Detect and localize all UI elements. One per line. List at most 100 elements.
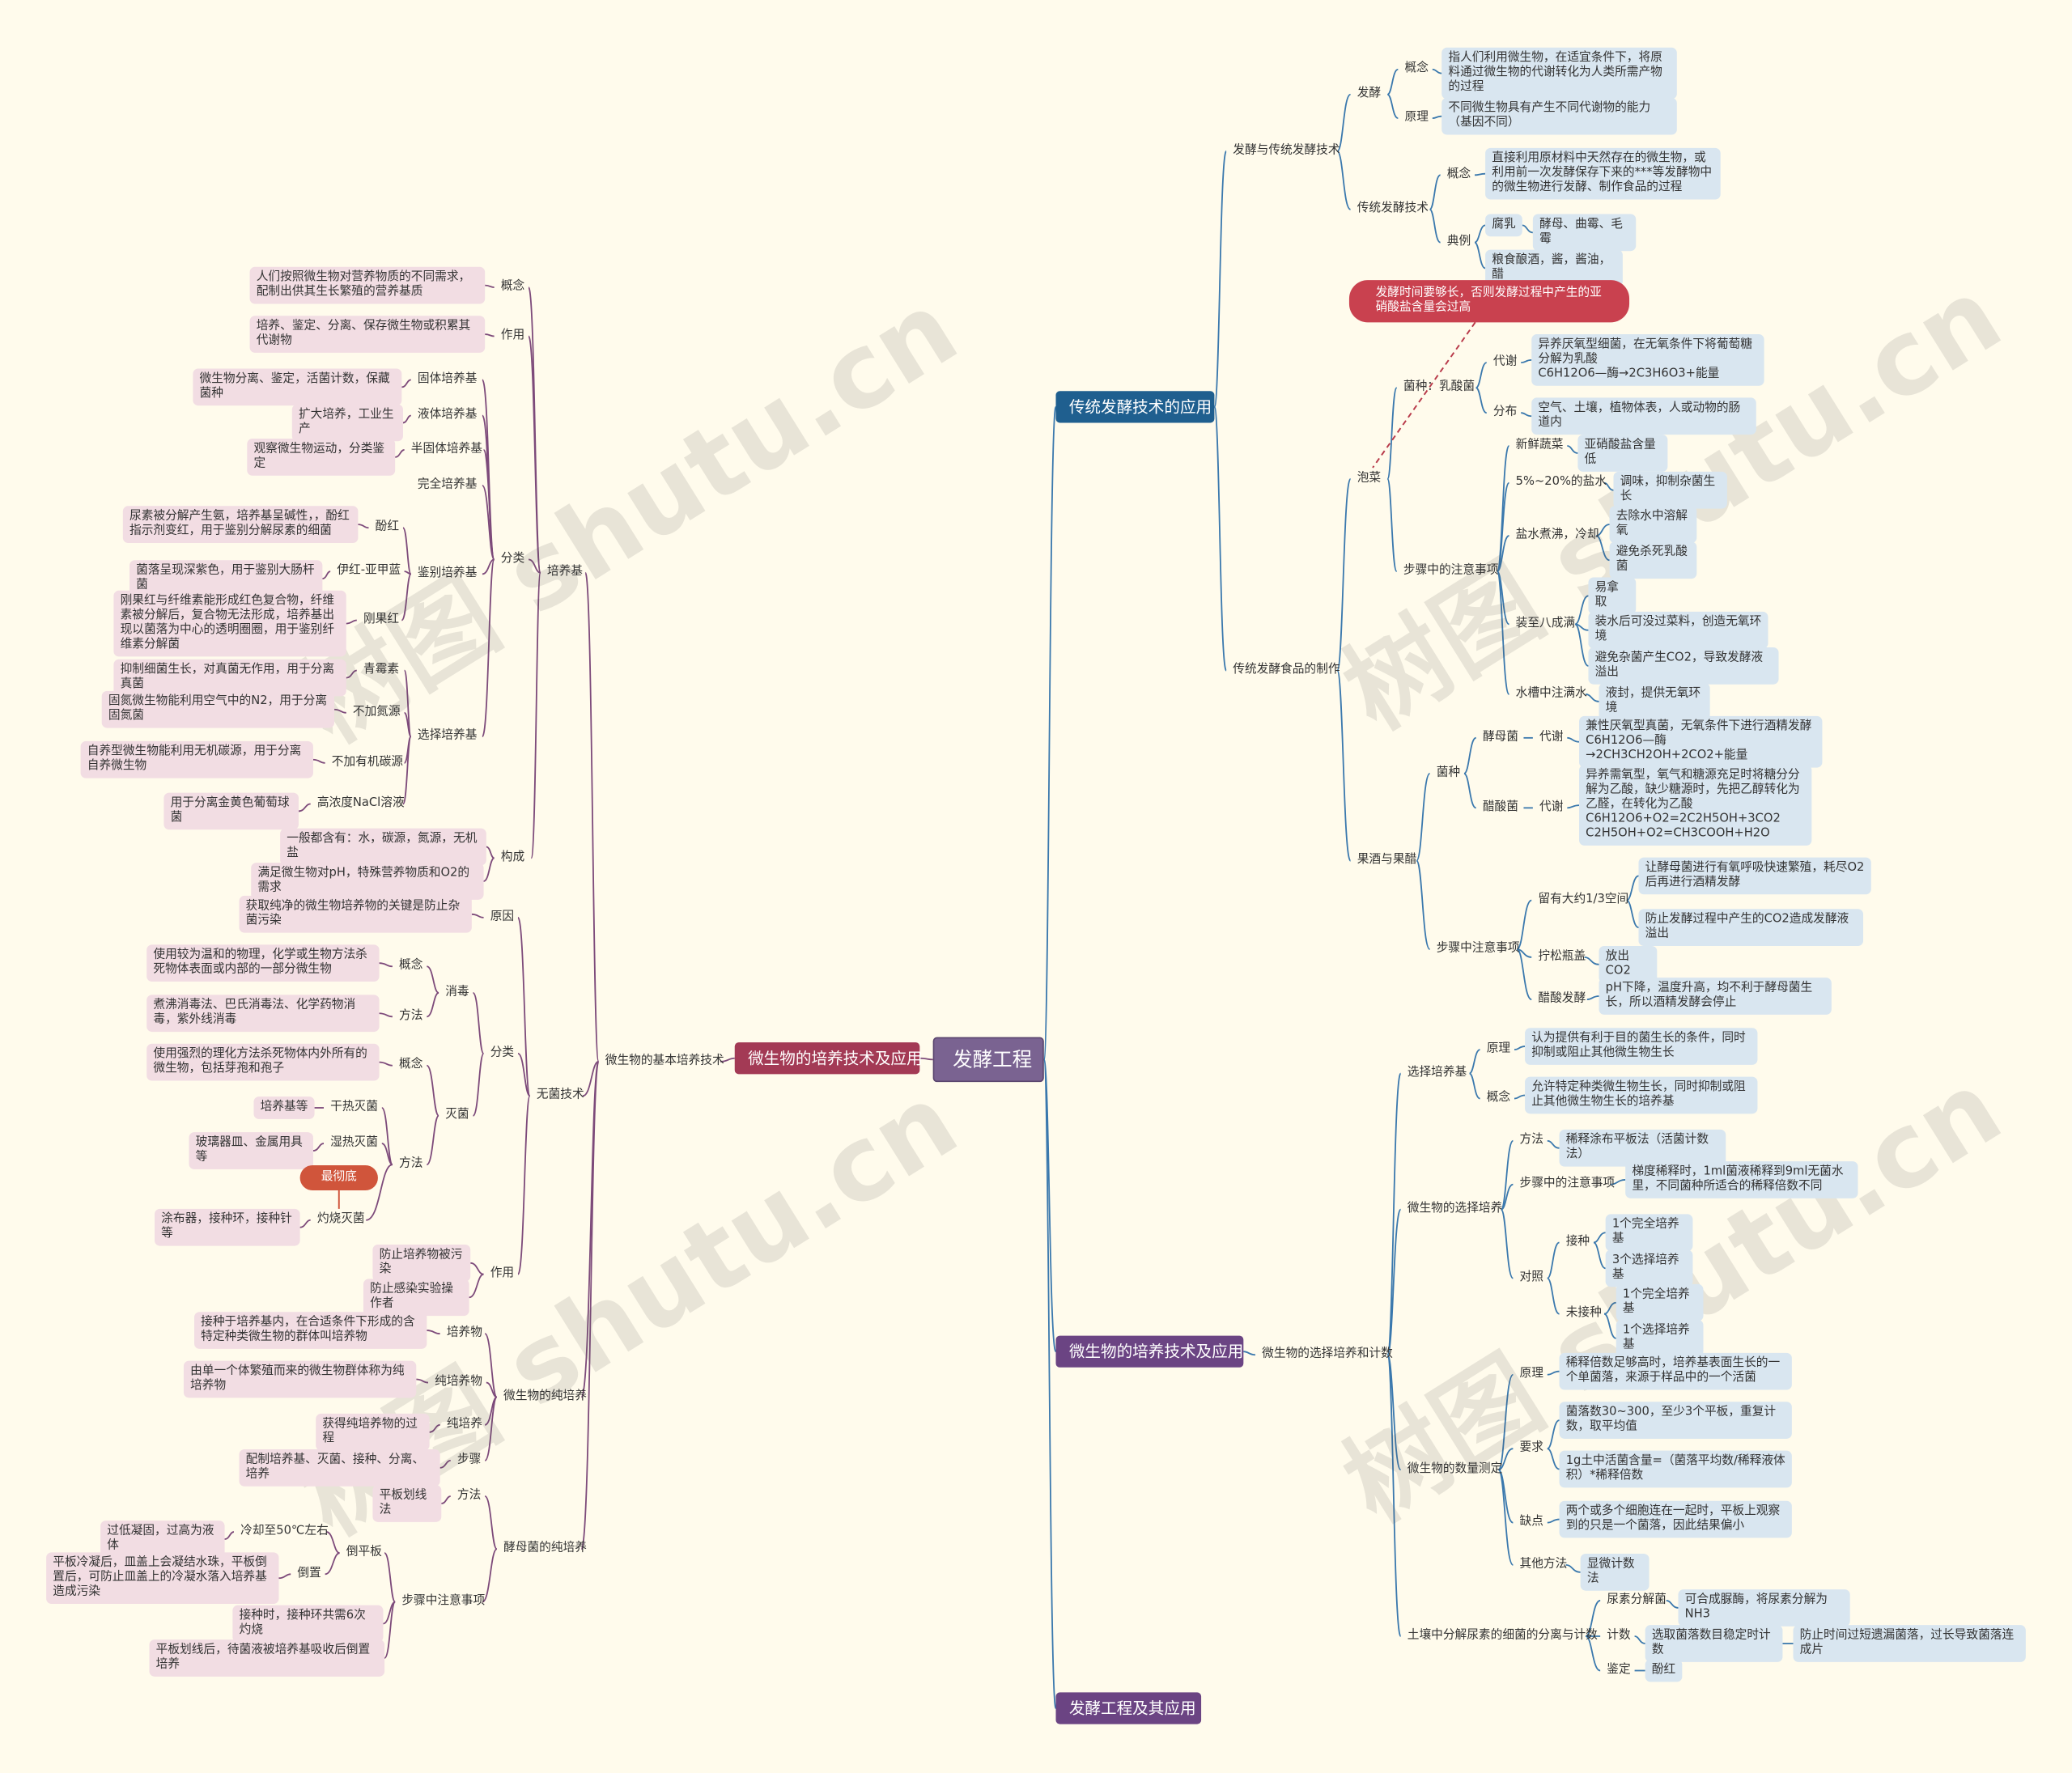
node-l-drt[interactable]: 培养基等 bbox=[253, 1096, 315, 1119]
node-b-ur[interactable]: 尿素分解菌 bbox=[1607, 1593, 1667, 1607]
node-b-rq1[interactable]: 菌落数30~300，至少3个平板，重复计数，取平均值 bbox=[1559, 1402, 1792, 1439]
node-r-dis[interactable]: 分布 bbox=[1492, 405, 1518, 419]
node-r-te[interactable]: 典例 bbox=[1446, 235, 1471, 248]
node-l-dc[interactable]: 概念 bbox=[399, 959, 423, 973]
node-l-so[interactable]: 固体培养基 bbox=[417, 372, 478, 386]
node-r-lo[interactable]: 拧松瓶盖 bbox=[1538, 949, 1586, 964]
node-l-sp[interactable]: 步骤 bbox=[456, 1453, 482, 1467]
node-l-ret[interactable]: 获取纯净的微生物培养物的关键是防止杂菌污染 bbox=[239, 895, 472, 933]
node-l-pht[interactable]: 尿素被分解产生氨，培养基呈碱性，，酚红指示剂变红，用于鉴别分解尿素的细菌 bbox=[122, 506, 359, 544]
node-l-af[interactable]: 作用 bbox=[490, 1266, 515, 1281]
node-l-cg[interactable]: 刚果红 bbox=[363, 613, 400, 626]
node-l-sn[interactable]: 步骤中注意事项 bbox=[401, 1594, 486, 1608]
node-r-ei2[interactable]: 装水后可没过菜料，创造无氧环境 bbox=[1588, 611, 1768, 649]
node-l-dm[interactable]: 方法 bbox=[399, 1009, 423, 1023]
node-r-lot[interactable]: 放出CO2 bbox=[1599, 945, 1658, 983]
node-l-li[interactable]: 液体培养基 bbox=[417, 408, 478, 422]
node-b-urt[interactable]: 可合成脲酶，将尿素分解为NH3 bbox=[1678, 1589, 1850, 1627]
node-r-note[interactable]: 发酵时间要够长，否则发酵过程中产生的亚硝酸盐含量会过高 bbox=[1348, 280, 1630, 323]
node-b-met[interactable]: 稀释涂布平板法（活菌计数法） bbox=[1559, 1129, 1726, 1167]
node-l-ymt[interactable]: 平板划线法 bbox=[372, 1485, 442, 1522]
node-l-mot[interactable]: 玻璃器皿、金属用具等 bbox=[189, 1132, 313, 1169]
node-l-but[interactable]: 涂布器，接种环，接种针等 bbox=[155, 1208, 300, 1246]
node-l-na[interactable]: 高浓度NaCl溶液 bbox=[316, 796, 405, 810]
node-l-pc[interactable]: 纯培养物 bbox=[435, 1375, 482, 1389]
node-r-sp2[interactable]: 防止发酵过程中产生的CO2造成发酵液溢出 bbox=[1638, 909, 1864, 946]
node-b-so[interactable]: 土壤中分解尿素的细菌的分离与计数 bbox=[1407, 1629, 1598, 1643]
node-b-id[interactable]: 鉴定 bbox=[1607, 1663, 1631, 1677]
node-l-ac[interactable]: 分类 bbox=[490, 1046, 515, 1060]
node-l-as[interactable]: 无菌技术 bbox=[536, 1088, 584, 1102]
node-b-me[interactable]: 方法 bbox=[1519, 1133, 1543, 1147]
node-r-pc[interactable]: 泡菜 bbox=[1357, 471, 1382, 486]
node-r-tc[interactable]: 概念 bbox=[1446, 168, 1471, 181]
node-l-af3[interactable]: 平板划线后，待菌液被培养基吸收后倒置培养 bbox=[149, 1639, 385, 1677]
node-l-re[interactable]: 原因 bbox=[490, 910, 515, 924]
node-l-cu[interactable]: 培养物 bbox=[446, 1326, 482, 1340]
node-l-nc[interactable]: 不加有机碳源 bbox=[331, 755, 403, 770]
node-l-ph[interactable]: 酚红 bbox=[375, 520, 400, 534]
node-l-pct[interactable]: 由单一个体繁殖而来的微生物群体称为纯培养物 bbox=[183, 1360, 417, 1398]
node-r-lac[interactable]: 菌种：乳酸菌 bbox=[1403, 380, 1475, 394]
node-l-pcu[interactable]: 纯培养 bbox=[446, 1417, 482, 1432]
node-m-ferm[interactable]: 传统发酵技术的应用 bbox=[1055, 391, 1215, 423]
node-l-cut[interactable]: 接种于培养基内，在合适条件下形成的含特定种类微生物的群体叫培养物 bbox=[193, 1312, 427, 1349]
node-l-nn[interactable]: 不加氮源 bbox=[352, 705, 401, 719]
node-r-mett[interactable]: 异养厌氧型细菌，在无氧条件下将葡萄糖分解为乳酸 C6H12O6—酶→2C3H6O… bbox=[1531, 334, 1764, 386]
node-r-yem[interactable]: 代谢 bbox=[1539, 730, 1564, 744]
node-l-pu[interactable]: 微生物的纯培养 bbox=[503, 1389, 587, 1403]
node-r-wat[interactable]: 液封，提供无氧环境 bbox=[1599, 683, 1710, 720]
node-l-af2[interactable]: 防止感染实验操作者 bbox=[363, 1279, 469, 1317]
node-b-ot[interactable]: 其他方法 bbox=[1519, 1557, 1568, 1572]
node-r-frt[interactable]: 亚硝酸盐含量低 bbox=[1577, 435, 1668, 472]
node-b-ni1[interactable]: 1个完全培养基 bbox=[1616, 1283, 1704, 1321]
node-r-sn[interactable]: 菌种 bbox=[1436, 766, 1461, 780]
node-l-st[interactable]: 灭菌 bbox=[445, 1108, 469, 1122]
node-r-ei1[interactable]: 易拿取 bbox=[1588, 577, 1637, 615]
node-b-cnt[interactable]: 微生物的数量测定 bbox=[1407, 1462, 1503, 1476]
node-r-f[interactable]: 发酵 bbox=[1357, 87, 1382, 101]
node-b-in[interactable]: 接种 bbox=[1565, 1235, 1590, 1249]
node-r-ei3[interactable]: 避免杂菌产生CO2，导致发酵液溢出 bbox=[1588, 647, 1779, 685]
node-r-dist[interactable]: 空气、土壤，植物体表，人或动物的肠道内 bbox=[1531, 397, 1756, 435]
node-r-fpt[interactable]: 不同微生物具有产生不同代谢物的能力（基因不同） bbox=[1441, 97, 1677, 135]
node-b-sm[interactable]: 选择培养基 bbox=[1407, 1066, 1467, 1079]
node-b-st[interactable]: 步骤中的注意事项 bbox=[1519, 1177, 1616, 1191]
node-r-tct[interactable]: 直接利用原材料中天然存在的微生物，或利用前一次发酵保存下来的***等发酵物中的微… bbox=[1485, 147, 1721, 200]
node-b-sco[interactable]: 概念 bbox=[1486, 1091, 1511, 1105]
node-l-fu[interactable]: 作用 bbox=[500, 329, 525, 342]
node-l-sm2[interactable]: 方法 bbox=[399, 1157, 423, 1171]
node-l-sm[interactable]: 选择培养基 bbox=[417, 729, 478, 743]
node-r-wi[interactable]: 果酒与果醋 bbox=[1357, 853, 1417, 867]
node-b-det[interactable]: 两个或多个细胞连在一起时，平板上观察到的只是一个菌落，因此结果偏小 bbox=[1559, 1500, 1792, 1538]
node-l-fut[interactable]: 培养、鉴定、分离、保存微生物或积累其代谢物 bbox=[249, 316, 486, 353]
node-r-fc[interactable]: 概念 bbox=[1404, 62, 1429, 76]
node-r-vi[interactable]: 醋酸发酵 bbox=[1538, 992, 1586, 1006]
node-r-bo[interactable]: 盐水煮沸，冷却 bbox=[1515, 528, 1599, 542]
node-l-sot[interactable]: 微生物分离、鉴定，活菌计数，保藏菌种 bbox=[193, 368, 402, 406]
node-l-cl[interactable]: 分类 bbox=[500, 552, 525, 566]
node-m-cultL[interactable]: 微生物的培养技术及应用 bbox=[734, 1042, 923, 1075]
node-b-scu[interactable]: 微生物的选择培养 bbox=[1407, 1202, 1503, 1216]
node-b-in1[interactable]: 1个完全培养基 bbox=[1605, 1214, 1693, 1252]
node-r-ei[interactable]: 装至八成满 bbox=[1515, 617, 1576, 630]
node-b-cpt[interactable]: 稀释倍数足够高时，培养基表面生长的一个单菌落，来源于样品中的一个活菌 bbox=[1559, 1352, 1792, 1390]
node-b-idt[interactable]: 酚红 bbox=[1645, 1659, 1683, 1682]
node-b-in2[interactable]: 3个选择培养基 bbox=[1605, 1249, 1693, 1287]
node-l-em[interactable]: 伊红-亚甲蓝 bbox=[337, 564, 401, 578]
node-m-eng[interactable]: 发酵工程及其应用 bbox=[1055, 1692, 1202, 1724]
node-l-pet[interactable]: 抑制细菌生长，对真菌无作用，用于分离真菌 bbox=[113, 659, 346, 697]
node-b-stt[interactable]: 梯度稀释时，1ml菌液稀释到9ml无菌水里，不同菌种所适合的稀释倍数不同 bbox=[1625, 1161, 1858, 1198]
node-r-sp1[interactable]: 让酵母菌进行有氧呼吸快速繁殖，耗尽O2后再进行酒精发酵 bbox=[1638, 857, 1871, 895]
node-l-me[interactable]: 培养基 bbox=[546, 565, 584, 579]
node-b-sp[interactable]: 原理 bbox=[1486, 1042, 1511, 1056]
node-r-fp[interactable]: 原理 bbox=[1404, 111, 1429, 125]
node-r-acm[interactable]: 代谢 bbox=[1539, 800, 1564, 814]
node-r-st[interactable]: 步骤中的注意事项 bbox=[1403, 564, 1499, 578]
node-r-bo2[interactable]: 避免杀死乳酸菌 bbox=[1609, 541, 1697, 579]
node-l-nct[interactable]: 自养型微生物能利用无机碳源，用于分离自养微生物 bbox=[80, 740, 313, 778]
node-l-coolt[interactable]: 过低凝固，过高为液体 bbox=[100, 1521, 225, 1558]
node-l-nnt[interactable]: 固氮微生物能利用空气中的N2，用于分离固氮菌 bbox=[101, 690, 335, 728]
node-b-rq[interactable]: 要求 bbox=[1519, 1441, 1543, 1455]
node-r-sp[interactable]: 留有大约1/3空间 bbox=[1538, 893, 1629, 906]
